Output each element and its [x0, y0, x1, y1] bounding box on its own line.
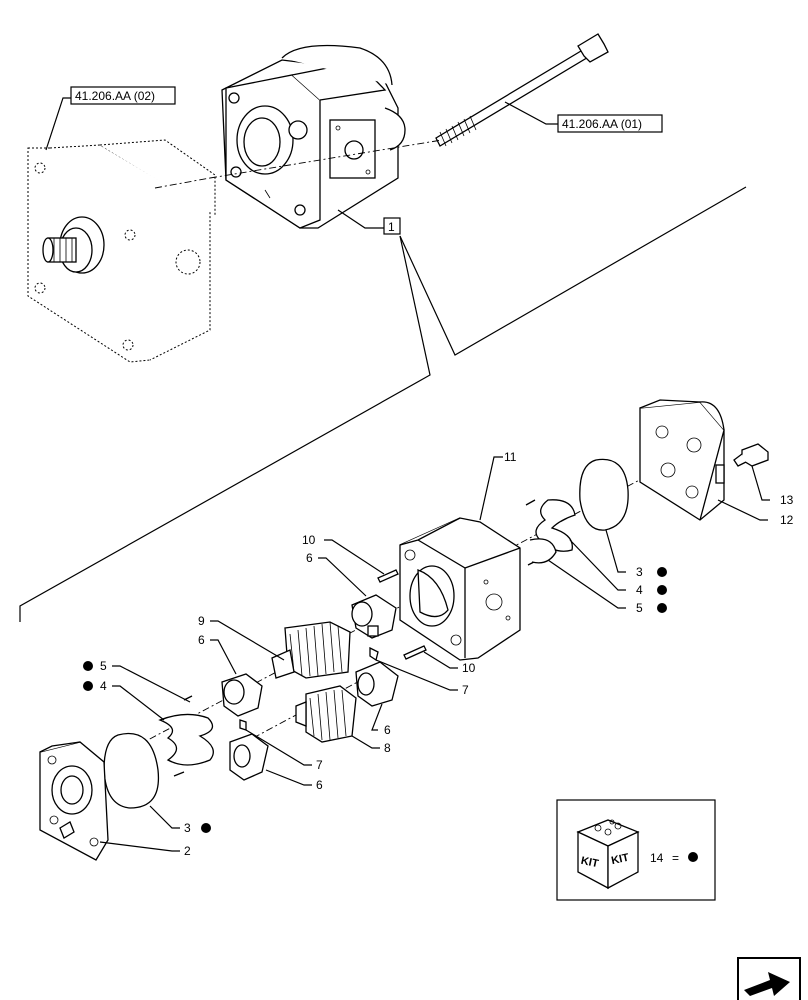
- callout-3-right: 3: [636, 565, 643, 579]
- kit-marker-3-right: [657, 567, 667, 577]
- reference-label-right-text: 41.206.AA (01): [562, 117, 642, 131]
- callout-10-upper: 10: [302, 533, 316, 547]
- group-1-label-text: 1: [388, 220, 395, 234]
- bracket-line-lower: [19, 235, 431, 622]
- seal-ring-part-3-left: [103, 732, 160, 809]
- callout-5-right: 5: [636, 601, 643, 615]
- kit-legend: KIT KIT 14 =: [556, 799, 716, 901]
- kit-label-left: KIT: [580, 855, 600, 870]
- front-pump-housing: [221, 44, 406, 229]
- bushing-part-6-left: [221, 673, 263, 717]
- callout-2: 2: [184, 844, 191, 858]
- callout-5-left: 5: [100, 659, 107, 673]
- kit-marker-4-left: [83, 681, 93, 691]
- reference-label-right[interactable]: 41.206.AA (01): [504, 101, 663, 133]
- bushing-part-6-bottom: [229, 733, 269, 781]
- kit-item-number: 14: [650, 851, 664, 865]
- callout-6-bottom: 6: [316, 778, 323, 792]
- callout-7-lower: 7: [316, 758, 323, 772]
- bushing-part-6-lower: [355, 661, 399, 707]
- kit-marker-5-right: [657, 603, 667, 613]
- next-page-arrow-icon[interactable]: [737, 957, 801, 1000]
- kit-marker-3-left: [201, 823, 211, 833]
- group-1-label[interactable]: 1: [337, 209, 401, 235]
- reference-label-left[interactable]: 41.206.AA (02): [45, 86, 176, 151]
- callout-6-upper: 6: [306, 551, 313, 565]
- seal-ring-part-3-right: [579, 458, 629, 531]
- callout-leaders: [99, 456, 770, 852]
- callout-12: 12: [780, 513, 794, 527]
- bracket-line-upper: [399, 186, 747, 356]
- kit-marker-4-right: [657, 585, 667, 595]
- callout-6-left: 6: [198, 633, 205, 647]
- retainer-ring-part-4-left: [158, 713, 214, 766]
- driven-gear-part-8: [295, 685, 357, 743]
- callout-4-right: 4: [636, 583, 643, 597]
- callout-13: 13: [780, 493, 794, 507]
- callout-11: 11: [504, 450, 517, 464]
- kit-box-icon: KIT KIT: [576, 819, 640, 890]
- kit-marker-legend: [688, 852, 698, 862]
- through-bolt-icon: [435, 33, 609, 147]
- reference-label-left-text: 41.206.AA (02): [75, 89, 155, 103]
- pin-part-10-lower: [403, 645, 427, 660]
- splined-shaft-icon: [42, 216, 105, 274]
- callout-10-lower: 10: [462, 661, 476, 675]
- seal-part-7-lower: [239, 719, 247, 731]
- retainer-ring-part-4-right: [535, 499, 576, 552]
- pin-part-10-upper: [377, 569, 399, 583]
- pump-body-part-11: [399, 517, 521, 661]
- drive-gear-part-9: [271, 621, 351, 679]
- callout-7-upper: 7: [462, 683, 469, 697]
- front-cover-part-2: [39, 741, 109, 861]
- callout-9: 9: [198, 614, 205, 628]
- bolt-part-13: [733, 443, 769, 467]
- callout-4-left: 4: [100, 679, 107, 693]
- bushing-part-6-upper: [351, 594, 397, 639]
- callout-3-left: 3: [184, 821, 191, 835]
- rear-pump-housing: [27, 139, 216, 363]
- seal-part-7-upper: [369, 646, 379, 662]
- kit-equals-sign: =: [672, 851, 679, 865]
- callout-6-right: 6: [384, 723, 391, 737]
- kit-label-right: KIT: [610, 852, 630, 867]
- callout-8: 8: [384, 741, 391, 755]
- rear-cover-part-12: [639, 399, 725, 521]
- kit-marker-5-left: [83, 661, 93, 671]
